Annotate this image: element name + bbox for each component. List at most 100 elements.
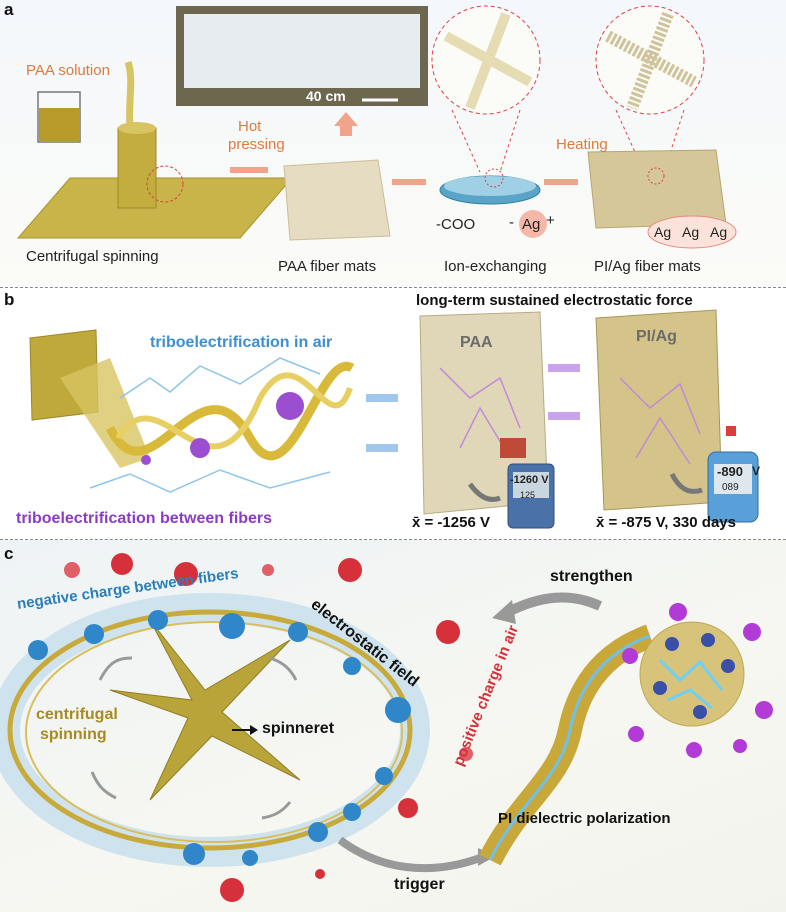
- purple-charge-2: [743, 623, 761, 641]
- spinneret-star: [109, 619, 301, 801]
- lightning-air: [119, 357, 321, 399]
- strengthen-label: strengthen: [550, 568, 633, 585]
- mat-piag-label: PI/Ag: [636, 328, 677, 345]
- arrow-b-grey2: [669, 472, 703, 494]
- stat-paa: x̄ = -1256 V: [412, 514, 490, 531]
- positive-charges: [64, 553, 473, 902]
- panel-c-graphics: [0, 553, 773, 902]
- panel-a-label: a: [4, 0, 14, 19]
- positive-charge-7: [459, 747, 473, 761]
- meter-paa-screen: [513, 472, 549, 498]
- negative-charge-6: [343, 657, 361, 675]
- hot-pressing-label-2: pressing: [228, 136, 285, 153]
- panel-c-label: c: [4, 544, 14, 563]
- positive-charge-4: [262, 564, 274, 576]
- panel-b-title: long-term sustained electrostatic force: [416, 292, 693, 309]
- panel-a-graphics: [16, 5, 737, 249]
- stat-piag: x̄ = -875 V, 330 days: [596, 514, 736, 531]
- ag-label-2: Ag: [682, 224, 700, 240]
- paa-solution-label: PAA solution: [26, 62, 110, 79]
- fiber-ring: [7, 609, 413, 851]
- panel-a: a PAA solution Centrifugal spinning 40 c…: [0, 0, 786, 286]
- positive-charge-2: [111, 553, 133, 575]
- zoom-neg-2: [701, 633, 715, 647]
- spinneret-pointer-head: [250, 725, 258, 735]
- strengthen-arrow-head: [492, 600, 516, 624]
- zoom-circle-ag-fiber: [595, 5, 705, 115]
- mat-paa-label: PAA: [460, 334, 493, 351]
- arrow-b-grey1: [467, 482, 501, 502]
- negative-charge-9: [343, 803, 361, 821]
- negative-charges: [28, 610, 411, 866]
- panel-c: c negative charge between fibers electro…: [0, 540, 786, 912]
- polarization-zoom: [639, 621, 745, 727]
- petri-liquid: [444, 176, 536, 196]
- zoom-neg-4: [653, 681, 667, 695]
- lightning-fibers: [89, 469, 331, 493]
- piag-discharge: [619, 377, 701, 465]
- centrifugal-spinning-label: Centrifugal spinning: [26, 248, 159, 265]
- spinneret-label: spinneret: [262, 720, 335, 737]
- purple-charge-4: [755, 701, 773, 719]
- fiber-ring-inner: [25, 621, 403, 843]
- negative-charge-12: [242, 850, 258, 866]
- mat-photo-sheet: [184, 14, 420, 88]
- pi-fiber-charge-line: [488, 634, 651, 861]
- beaker-solution: [39, 108, 79, 141]
- meter-paa-digits: 125: [520, 490, 536, 500]
- spin-arrow-4: [261, 801, 292, 820]
- meter-piag-reading: -890: [717, 464, 744, 479]
- spin-arrow-3: [90, 771, 117, 800]
- zoom-negative-charges: [653, 633, 735, 719]
- negative-charge-11: [183, 843, 205, 865]
- tribo-fibers-label: triboelectrification between fibers: [16, 510, 273, 527]
- spin-arrow-1: [98, 656, 133, 681]
- meter-piag-digits: 089: [722, 482, 739, 493]
- zoom-neg-5: [693, 705, 707, 719]
- positive-charge-6: [436, 620, 460, 644]
- ag-ion-label: Ag: [522, 216, 541, 233]
- purple-charge-6: [686, 742, 702, 758]
- panel-b-label: b: [4, 290, 15, 309]
- ion-exchanging-label: Ion-exchanging: [444, 258, 547, 275]
- negative-charge-7: [385, 697, 411, 723]
- plus-label: +: [546, 212, 555, 229]
- zoom-circle-dish: [484, 168, 504, 188]
- negative-charge-1: [28, 640, 48, 660]
- negative-charge-4: [219, 613, 245, 639]
- charge-cluster-3: [141, 455, 151, 465]
- fiber-ring-halo: [0, 593, 430, 867]
- spinner-top: [118, 122, 156, 134]
- hot-pressing-label-1: Hot: [238, 118, 262, 135]
- positive-charge-1: [64, 562, 80, 578]
- zoom-line-1: [451, 109, 481, 173]
- negative-charge-8: [375, 767, 393, 785]
- meter-paa-reading: -1260 V: [510, 474, 549, 486]
- panel-b: b long-term sustained electrostatic forc…: [0, 288, 786, 538]
- meter-piag-unit: V: [752, 464, 761, 478]
- ag-ellipse: [647, 215, 737, 249]
- ag-fiber-1: [605, 30, 697, 88]
- meter-piag-probe: [726, 426, 736, 436]
- zoom-circle-a: [146, 165, 184, 203]
- purple-charge-7: [733, 739, 747, 753]
- charge-cluster-2: [190, 438, 210, 458]
- positive-charge-5: [338, 558, 362, 582]
- trigger-arrow: [337, 836, 482, 873]
- charge-cluster-1: [276, 392, 304, 420]
- strengthen-arrow: [505, 592, 603, 617]
- pi-dielectric-label: PI dielectric polarization: [498, 810, 671, 827]
- scale-bar-label: 40 cm: [306, 88, 346, 104]
- purple-charge-1: [669, 603, 687, 621]
- spinner-cylinder: [117, 127, 157, 209]
- positive-charge-10: [315, 869, 325, 879]
- negative-charge-5: [288, 622, 308, 642]
- ag-ion-bubble: [519, 210, 547, 238]
- positive-charge-3: [174, 562, 198, 586]
- centrifugal-label-1: centrifugal: [36, 706, 118, 723]
- twisted-fiber-2: [115, 372, 353, 450]
- negative-charge-2: [84, 624, 104, 644]
- purple-charge-3: [622, 648, 638, 664]
- minus-label: -: [509, 214, 514, 231]
- negative-charge-10: [308, 822, 328, 842]
